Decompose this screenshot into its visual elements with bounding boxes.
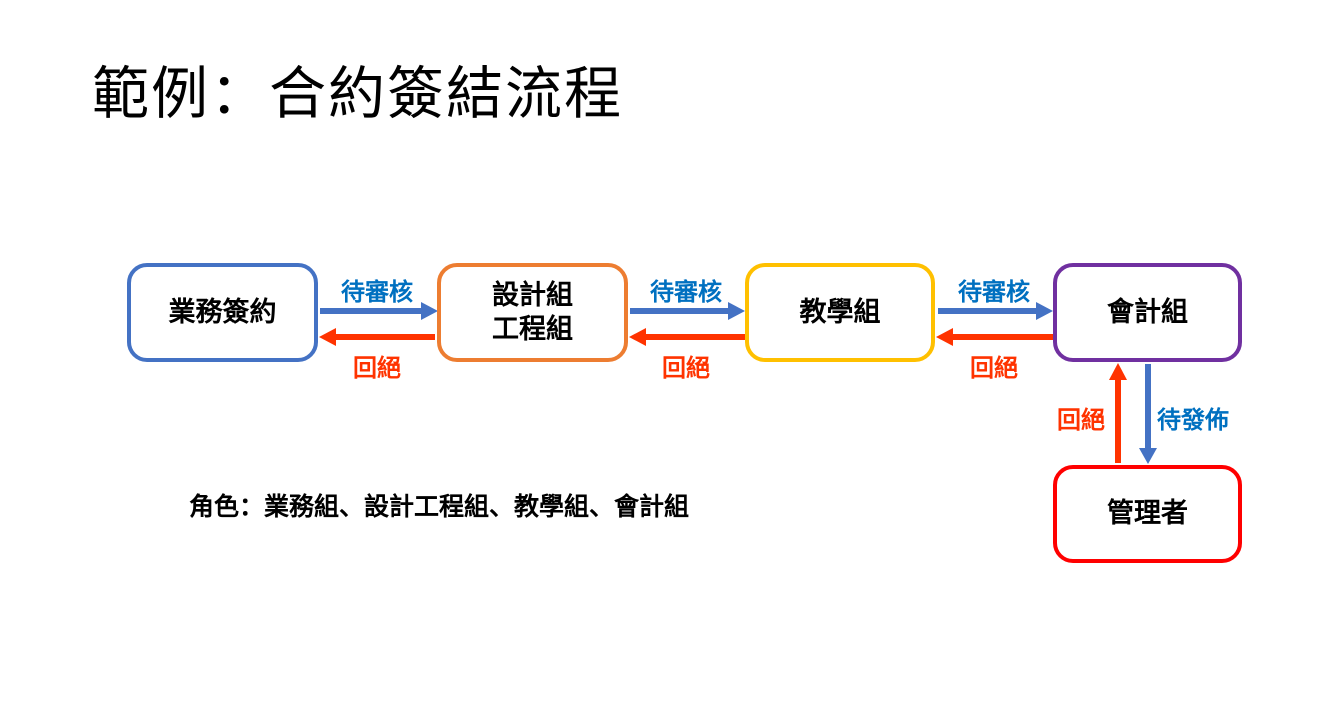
- pending-publish-label: 待發佈: [1157, 406, 1229, 434]
- flow-box-design-engineering: 設計組 工程組: [437, 263, 628, 362]
- reject-label-4: 回絕: [1057, 406, 1105, 434]
- flow-box-label: 會計組: [1107, 296, 1188, 328]
- flow-box-administrator: 管理者: [1053, 465, 1242, 563]
- flow-box-sales-contract: 業務簽約: [127, 263, 318, 362]
- flow-box-label: 管理者: [1107, 498, 1188, 530]
- pending-publish-arrowhead: [1139, 448, 1157, 464]
- pending-review-label-2: 待審核: [650, 278, 722, 306]
- flow-box-label: 教學組: [799, 296, 881, 328]
- reject-arrowhead-1: [319, 328, 336, 346]
- flow-box-label: 設計組 工程組: [492, 279, 573, 345]
- reject-arrowhead-2: [629, 328, 646, 346]
- pending-review-label-3: 待審核: [958, 278, 1030, 306]
- reject-arrowhead-4: [1109, 363, 1127, 380]
- reject-label-2: 回絕: [662, 354, 710, 382]
- flow-box-accounting: 會計組: [1053, 263, 1242, 362]
- flow-box-teaching: 教學組: [745, 263, 935, 362]
- reject-label-1: 回絕: [353, 354, 401, 382]
- flow-box-label: 業務簽約: [168, 296, 277, 328]
- slide-title: 範例：合約簽結流程: [92, 61, 623, 127]
- reject-arrowhead-3: [936, 328, 953, 346]
- roles-note: 角色：業務組、設計工程組、教學組、會計組: [189, 492, 690, 521]
- reject-label-3: 回絕: [970, 354, 1018, 382]
- pending-review-label-1: 待審核: [341, 278, 413, 306]
